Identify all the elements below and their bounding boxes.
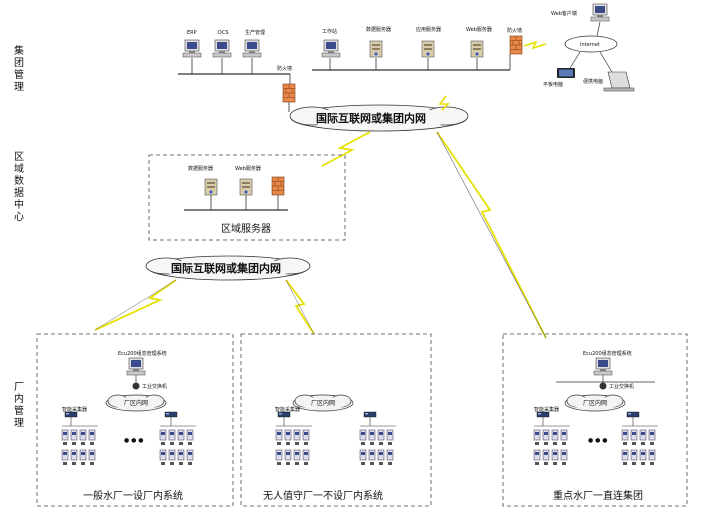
- plant1-collector-b-icon: [164, 411, 178, 418]
- plant1-station-label: Ecu200组态管理系统: [118, 350, 167, 357]
- group-management-label: 集团管理: [14, 46, 24, 93]
- dcs-pc-icon: [212, 39, 232, 58]
- regional-web-server-label: Web服务器: [235, 165, 261, 172]
- plant3-station-label: Ecu200组态管理系统: [583, 350, 632, 357]
- erp-label: ERP: [187, 30, 197, 36]
- plant-box-1: [36, 333, 234, 507]
- second-cloud: [145, 255, 311, 281]
- plant2-devices-a: [276, 430, 309, 465]
- firewall-right-label: 防火墙: [507, 27, 522, 34]
- data-server-label: 数据服务器: [366, 26, 391, 33]
- firewall-left-icon: [282, 83, 296, 103]
- regional-web-server-icon: [239, 178, 253, 196]
- regional-box: [148, 154, 346, 241]
- workstation-label: 工作站: [322, 28, 337, 35]
- plant1-more-dots: ● ● ●: [124, 437, 144, 444]
- plant3-switch-icon: [599, 382, 607, 390]
- tablet-label: 平板电脑: [543, 81, 563, 88]
- plant3-lan-label: 厂区内网: [583, 399, 607, 407]
- app-server-label: 应用服务器: [416, 26, 441, 33]
- plant3-more-dots: ● ● ●: [588, 437, 608, 444]
- app-server-icon: [421, 40, 435, 58]
- web-client-icon: [590, 3, 610, 22]
- main-cloud: [289, 104, 469, 132]
- plant1-switch-label: 工业交换机: [142, 383, 167, 390]
- plant2-title: 无人值守厂一不设厂内系统: [263, 489, 383, 502]
- plant2-devices-b: [360, 430, 393, 465]
- plant-box-3: [502, 333, 688, 507]
- plant1-title: 一般水厂一设厂内系统: [83, 489, 183, 502]
- plant3-title: 重点水厂一直连集团: [553, 489, 643, 502]
- plant-management-label: 厂内管理: [14, 382, 24, 429]
- production-pc-icon: [242, 39, 262, 58]
- regional-data-center-label: 区域数据中心: [14, 152, 24, 223]
- web-client-label: Web客户端: [551, 10, 577, 17]
- second-cloud-label: 国际互联网或集团内网: [171, 261, 281, 275]
- web-server-label: Web服务器: [466, 26, 492, 33]
- plant2-lan-label: 厂区内网: [311, 399, 335, 407]
- plant1-collector-label: 智能采集器: [62, 406, 87, 413]
- plant3-collector-b-icon: [626, 411, 640, 418]
- internet-ellipse: [564, 35, 618, 53]
- regional-data-server-label: 数据服务器: [188, 165, 213, 172]
- plant1-lan-label: 厂区内网: [124, 399, 148, 407]
- dcs-label: DCS: [218, 30, 229, 36]
- plant2-collector-b-icon: [363, 411, 377, 418]
- firewall-left-label: 防火墙: [277, 65, 292, 72]
- production-label: 生产管理: [245, 29, 265, 36]
- plant1-switch-icon: [132, 382, 140, 390]
- plant-box-2: [240, 333, 432, 507]
- laptop-label: 便携电脑: [583, 78, 603, 85]
- plant3-switch-label: 工业交换机: [609, 383, 634, 390]
- plant3-collector-label: 智能采集器: [534, 406, 559, 413]
- main-cloud-label: 国际互联网或集团内网: [316, 111, 426, 125]
- plant2-collector-label: 智能采集器: [275, 406, 300, 413]
- plant3-devices-b: [622, 430, 655, 465]
- regional-firewall-icon: [271, 176, 285, 196]
- plant1-devices-b: [160, 430, 193, 465]
- plant1-station-icon: [126, 357, 146, 376]
- regional-data-server-icon: [204, 178, 218, 196]
- regional-box-title: 区域服务器: [221, 222, 271, 235]
- workstation-icon: [321, 39, 341, 58]
- internet-label: Internet: [580, 42, 600, 48]
- plant3-station-icon: [593, 357, 613, 376]
- plant1-devices-a: [62, 430, 95, 465]
- erp-pc-icon: [182, 39, 202, 58]
- plant3-devices-a: [534, 430, 567, 465]
- web-server-icon: [470, 40, 484, 58]
- firewall-right-icon: [509, 35, 523, 55]
- laptop-icon: [603, 71, 635, 92]
- data-server-icon: [369, 40, 383, 58]
